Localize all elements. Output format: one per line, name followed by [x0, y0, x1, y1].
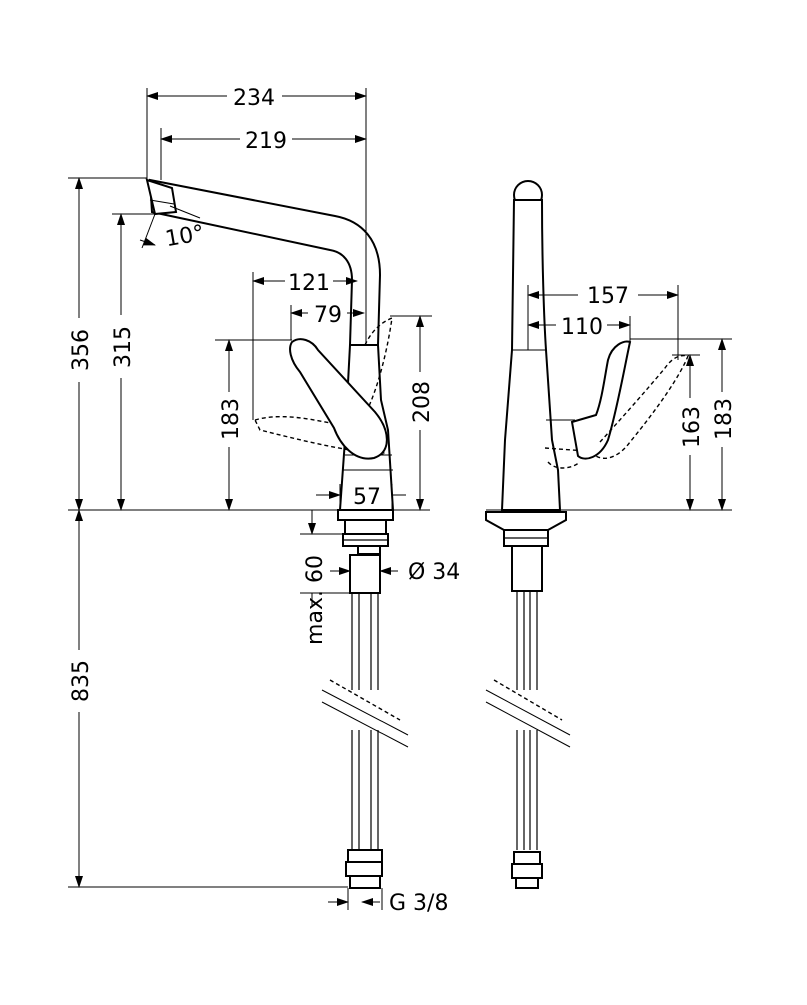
- dim-835-label: 835: [69, 660, 94, 702]
- dim-handle-height: 183: [215, 339, 292, 511]
- dim-mount-depth: max. 60: [300, 510, 350, 645]
- front-lever: [570, 340, 689, 460]
- dim-163-label: 163: [680, 406, 705, 448]
- dim-outlet-height: 315: [111, 213, 155, 511]
- dim-183-front-label: 183: [712, 398, 737, 440]
- dim-hose-length: 835: [68, 509, 348, 888]
- front-hoses: [485, 591, 571, 889]
- front-body: [500, 180, 601, 511]
- dim-height-low: 163: [672, 354, 705, 511]
- dim-183-side-label: 183: [219, 398, 244, 440]
- dim-base-width: 57: [316, 484, 406, 510]
- dim-10deg-label: 10°: [163, 221, 206, 252]
- side-view: 234 219 10° 121 79: [68, 86, 460, 916]
- dim-swing-outer: 157: [527, 284, 679, 360]
- dim-219-label: 219: [245, 129, 287, 154]
- mounting-base: [337, 509, 394, 594]
- dim-121-label: 121: [288, 271, 330, 296]
- dim-total-reach: 234: [146, 86, 367, 345]
- front-view: 157 110 163 183: [485, 180, 737, 889]
- dim-hole-diameter: Ø 34: [330, 560, 460, 585]
- dim-total-height: 356: [68, 177, 147, 511]
- dim-handle-offset: 79: [290, 303, 365, 340]
- dim-max60-label: max. 60: [303, 555, 328, 645]
- dim-connection: G 3/8: [328, 888, 448, 916]
- dim-diameter34-label: Ø 34: [408, 560, 460, 585]
- dim-swing-inner: 110: [527, 315, 631, 342]
- dim-208-label: 208: [410, 381, 435, 423]
- dim-110-label: 110: [561, 315, 603, 340]
- spout: [145, 178, 382, 346]
- dim-79-label: 79: [314, 303, 342, 328]
- dim-234-label: 234: [233, 86, 275, 111]
- dim-356-label: 356: [69, 329, 94, 371]
- dim-body-height: 208: [390, 315, 435, 511]
- dim-height-high: 183: [630, 338, 737, 511]
- lever-handle: [289, 338, 388, 460]
- dim-handle-reach: 121: [252, 271, 358, 420]
- dim-57-label: 57: [353, 485, 381, 510]
- front-mounting-base: [485, 511, 567, 592]
- dim-315-label: 315: [111, 326, 136, 368]
- lever-swing-outline: [253, 316, 393, 456]
- dim-g38-label: G 3/8: [389, 891, 448, 916]
- dim-157-label: 157: [587, 284, 629, 309]
- hoses: [321, 593, 409, 889]
- dim-spout-reach: 219: [160, 128, 367, 180]
